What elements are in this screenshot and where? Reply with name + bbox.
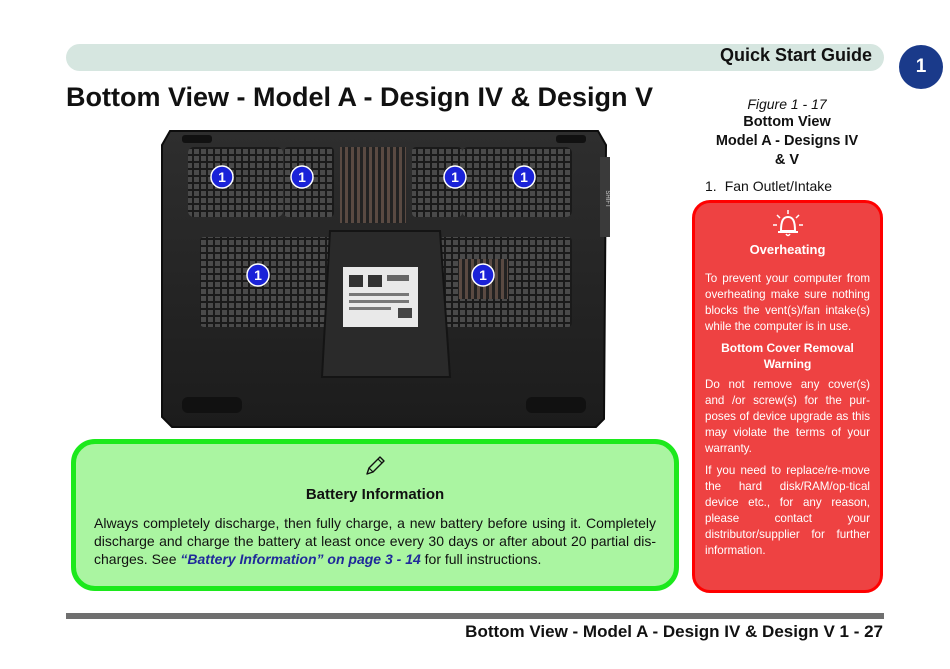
note-heading: Battery Information [305, 486, 445, 503]
legend-list: 1. Fan Outlet/Intake [705, 178, 832, 194]
svg-text:1: 1 [218, 169, 226, 185]
overheat-warning-icon [772, 210, 803, 237]
footer-rule [66, 613, 884, 619]
svg-text:1: 1 [479, 267, 487, 283]
page-title: Bottom View - Model A - Design IV & Desi… [66, 82, 654, 112]
figure-caption: Figure 1 - 17 Bottom View Model A - Desi… [702, 95, 872, 170]
warning-text-cover: Do not remove any cover(s) and /or screw… [705, 378, 870, 455]
callout-fan-4: 1 [512, 165, 536, 189]
svg-text:1: 1 [254, 267, 262, 283]
figure-number: Figure 1 - 17 [747, 96, 827, 112]
battery-note-box: Battery Information Always completely di… [71, 439, 679, 591]
laptop-bottom-photo: 1 1 1 1 1 1 SHIFT [161, 130, 610, 428]
battery-information-link[interactable]: “Battery Information” on page 3 - 14 [180, 551, 421, 567]
figure-title-line-1: Bottom View [743, 114, 831, 130]
pencil-icon [366, 456, 385, 475]
callout-fan-1: 1 [210, 165, 234, 189]
figure-title-line-2: Model A - Designs IV [715, 133, 859, 149]
side-sticker: SHIFT [604, 190, 610, 208]
callout-fan-6: 1 [471, 263, 495, 287]
chapter-badge: 1 [899, 45, 943, 89]
legend-number: 1. [705, 178, 717, 194]
callout-fan-2: 1 [290, 165, 314, 189]
warning-text-replace: If you need to replace/re-move the hard … [705, 464, 870, 557]
svg-text:1: 1 [451, 169, 459, 185]
header-title: Quick Start Guide [719, 45, 872, 65]
legend-item: 1. Fan Outlet/Intake [705, 178, 832, 194]
legend-label: Fan Outlet/Intake [724, 178, 833, 194]
note-text: Always completely discharge, then fully … [94, 514, 656, 568]
warning-text-overheating: To prevent your computer from overheatin… [705, 272, 870, 333]
note-text-end: for full instructions. [420, 551, 542, 567]
svg-text:1: 1 [520, 169, 528, 185]
figure-title-line-3: & V [774, 152, 800, 168]
overheating-warning-box: Overheating To prevent your computer fro… [692, 200, 883, 593]
warning-heading: Overheating [749, 242, 826, 257]
warning-subheading: Bottom Cover Removal Warning [721, 341, 854, 371]
note-text-start: Always completely discharge, then fully … [94, 515, 656, 567]
callout-fan-3: 1 [443, 165, 467, 189]
header-bar [66, 44, 884, 71]
footer-text: Bottom View - Model A - Design IV & Desi… [465, 622, 883, 641]
svg-text:1: 1 [298, 169, 306, 185]
callout-fan-5: 1 [246, 263, 270, 287]
